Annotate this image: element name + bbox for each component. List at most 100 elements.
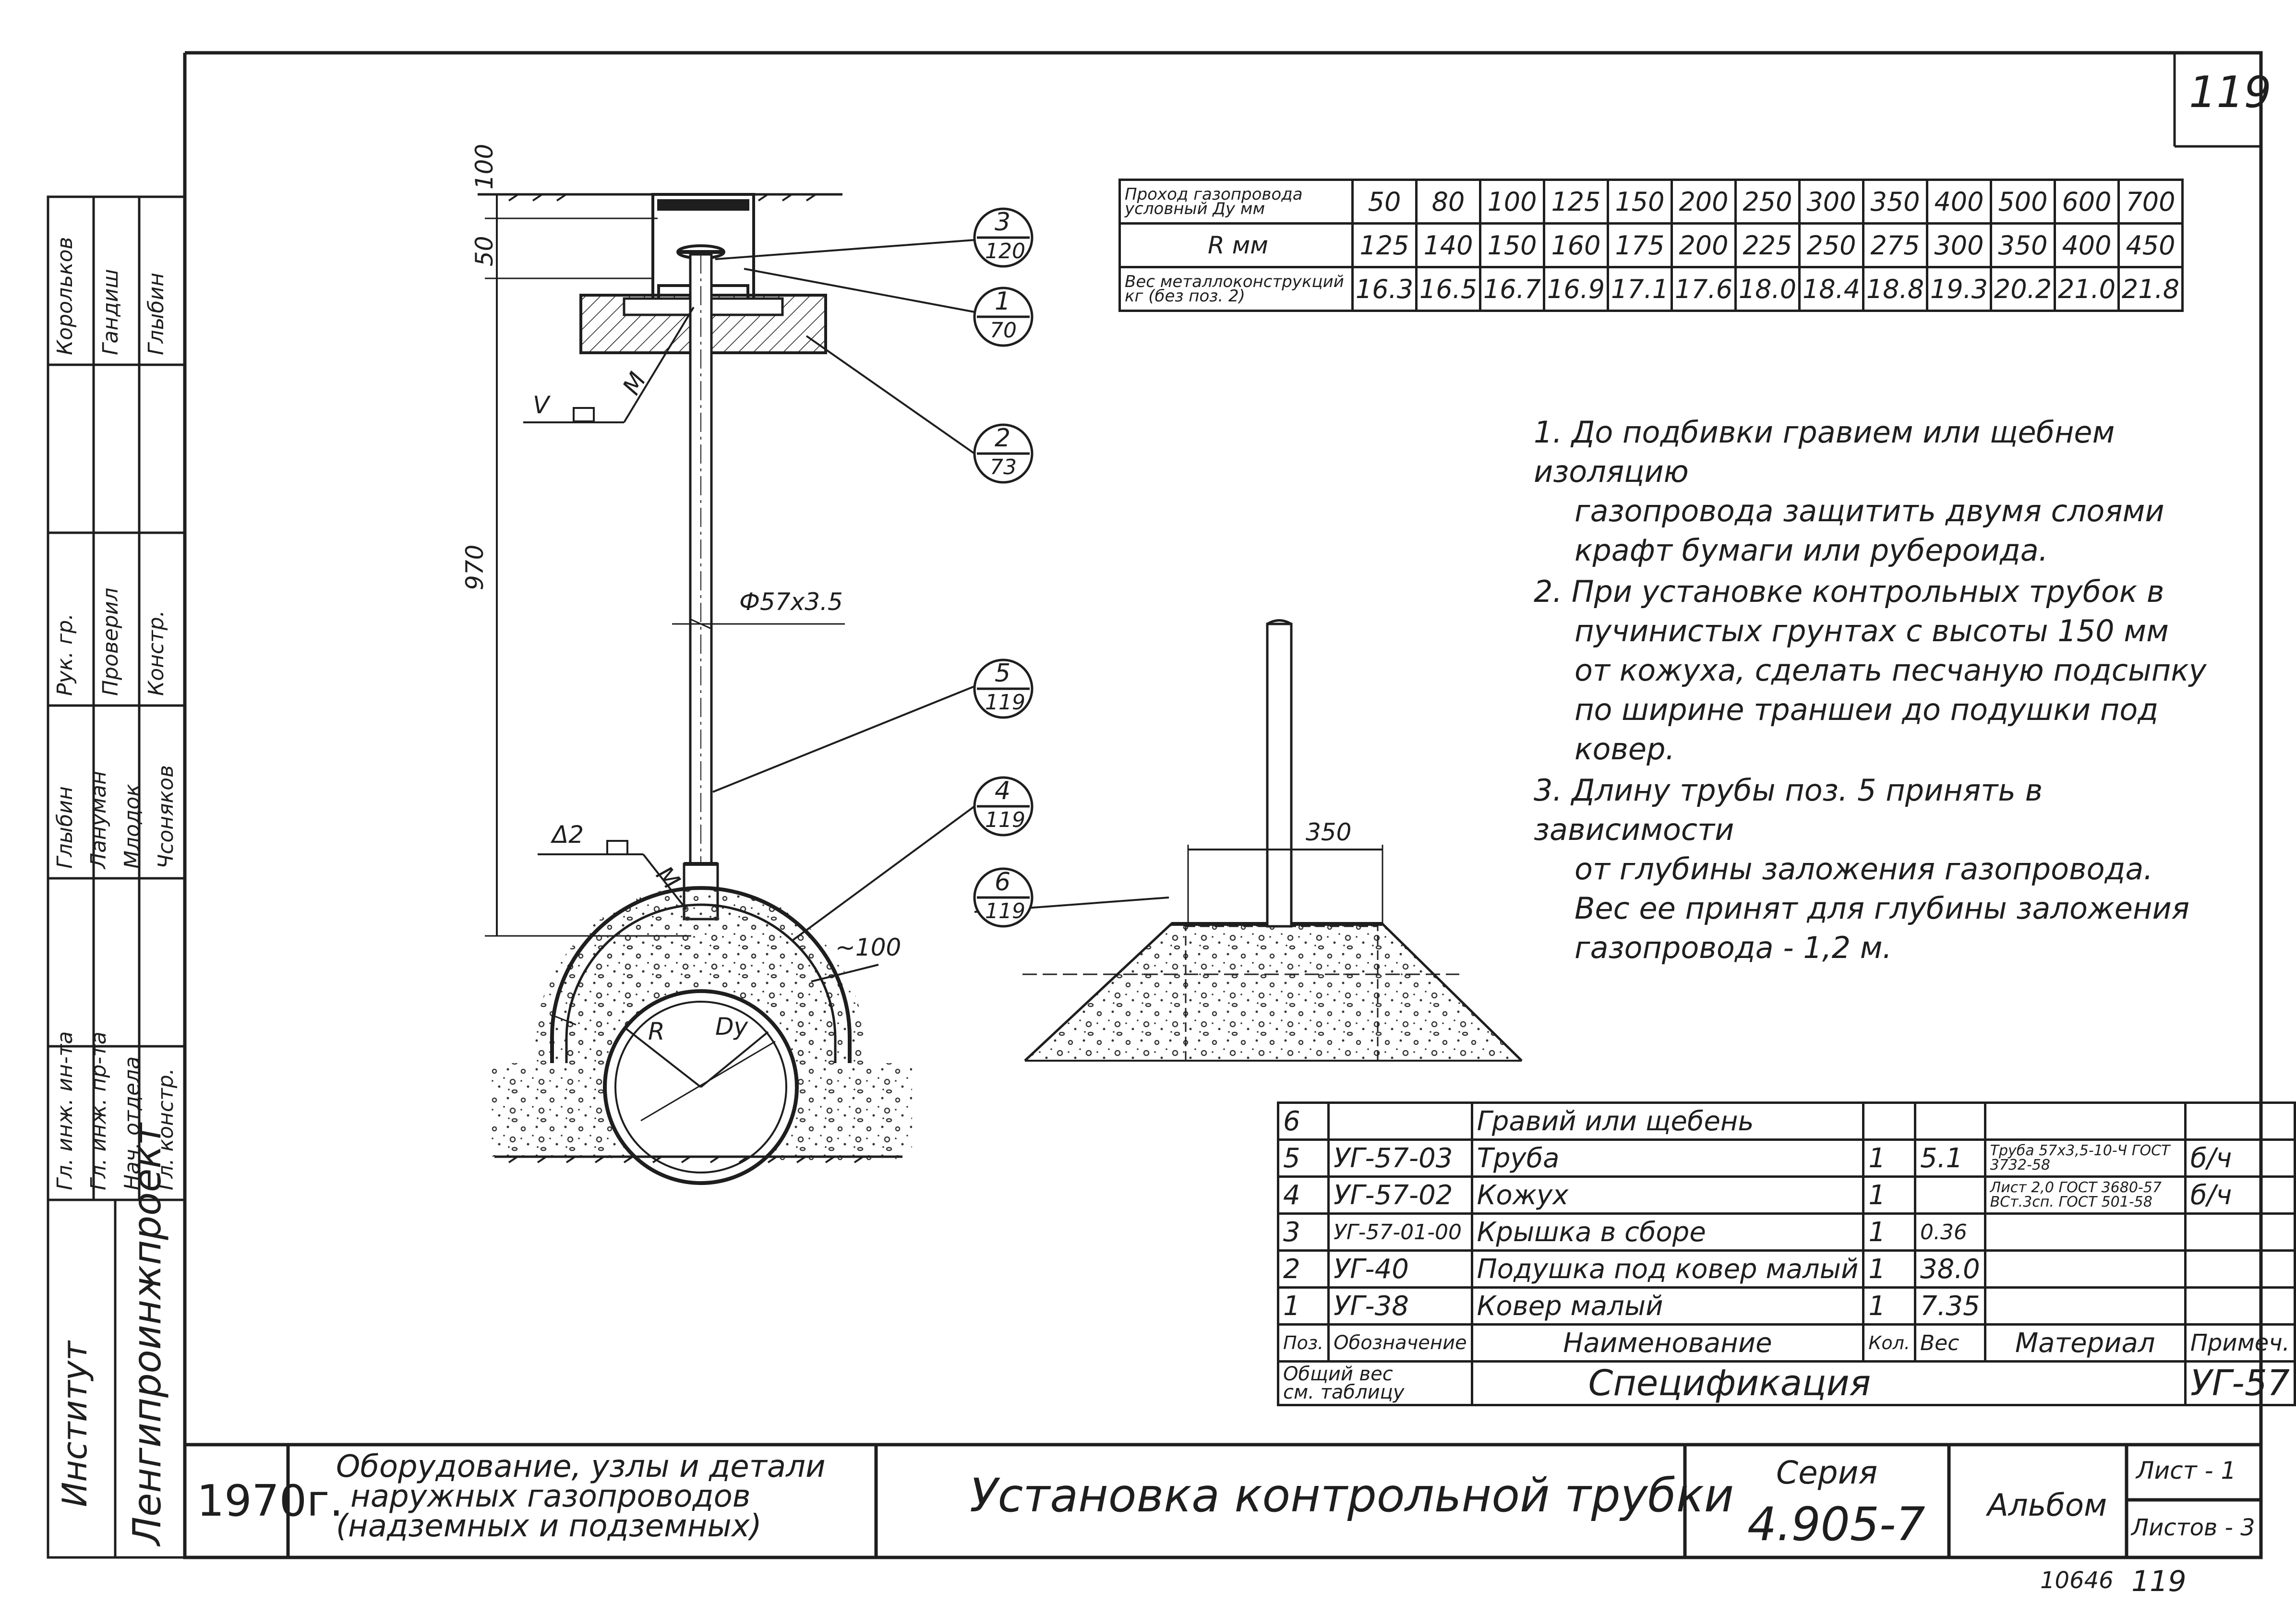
spec-name: Ковер малый xyxy=(1470,1286,1865,1326)
spec-name: Подушка под ковер малый xyxy=(1470,1249,1865,1289)
table-cell: 17.1 xyxy=(1607,266,1673,312)
table-row: 3 УГ-57-01-00 Крышка в сборе 1 0.36 xyxy=(1276,1212,2296,1252)
spec-header: Наименование xyxy=(1470,1323,1865,1363)
callout-4-sheet: 119 xyxy=(985,808,1025,832)
spec-name: Крышка в сборе xyxy=(1470,1212,1865,1252)
year: 1970г. xyxy=(197,1476,343,1526)
total-weight-label: Общий вес xyxy=(1283,1363,1393,1385)
row-label-radius: R мм xyxy=(1118,222,1354,268)
table-cell: 17.6 xyxy=(1671,266,1737,312)
table-cell: 400 xyxy=(1926,179,1992,225)
spec-header: Поз. xyxy=(1276,1323,1330,1363)
sheets-label: Листов - 3 xyxy=(2131,1514,2255,1541)
spec-header: Кол. xyxy=(1862,1323,1916,1363)
table-cell: 225 xyxy=(1734,222,1801,268)
spec-code xyxy=(1327,1101,1473,1141)
callout-bubbles xyxy=(973,207,1034,928)
table-cell: 140 xyxy=(1415,222,1481,268)
name-2: Лануман xyxy=(86,771,111,869)
callout-2-sheet: 73 xyxy=(990,455,1017,479)
bottom-ground xyxy=(494,1155,902,1163)
table-cell: 80 xyxy=(1415,179,1481,225)
callout-2-pos: 2 xyxy=(995,424,1011,453)
table-cell: 20.2 xyxy=(1990,266,2056,312)
note-line: по ширине траншеи до подушки под ковер. xyxy=(1575,692,2159,766)
album-title-line: Оборудование, узлы и детали xyxy=(336,1449,826,1484)
table-cell: 19.3 xyxy=(1926,266,1992,312)
table-cell: 275 xyxy=(1862,222,1928,268)
spec-qty: 1 xyxy=(1862,1212,1916,1252)
spec-pos: 5 xyxy=(1276,1138,1330,1178)
album-title-line: (надземных и подземных) xyxy=(336,1508,762,1544)
note-line: пучинистых грунтах с высоты 150 мм xyxy=(1575,613,2169,648)
sheet-number: 119 xyxy=(2189,67,2272,118)
specification-table: 6 Гравий или щебень 5 УГ-57-03 Труба 1 5… xyxy=(1276,1101,2296,1406)
table-cell: 700 xyxy=(2117,179,2184,225)
table-row: 6 Гравий или щебень xyxy=(1276,1101,2296,1141)
note-line: крафт бумаги или рубероида. xyxy=(1575,533,2048,568)
spec-code-label: УГ-57 xyxy=(2184,1360,2296,1406)
note-line: от глубины заложения газопровода. xyxy=(1575,851,2153,886)
table-cell: 200 xyxy=(1671,222,1737,268)
table-cell: 21.8 xyxy=(2117,266,2184,312)
table-cell: 250 xyxy=(1798,222,1864,268)
spec-material xyxy=(1983,1286,2187,1326)
table-cell: 50 xyxy=(1351,179,1418,225)
spec-material: Лист 2,0 ГОСТ 3680-57 ВСт.3сп. ГОСТ 501-… xyxy=(1983,1175,2187,1215)
dim-970-label: 970 xyxy=(461,544,489,590)
note-1: 1. До подбивки гравием или щебнем изоляц… xyxy=(1534,413,2225,570)
spec-material xyxy=(1983,1249,2187,1289)
spec-weight: 5.1 xyxy=(1913,1138,1986,1178)
table-cell: 350 xyxy=(1990,222,2056,268)
table-cell: 160 xyxy=(1543,222,1609,268)
table-cell: 16.7 xyxy=(1479,266,1545,312)
album-title-line: наружных газопроводов xyxy=(350,1479,751,1514)
series-label: Серия xyxy=(1776,1454,1878,1491)
callout-5-pos: 5 xyxy=(995,659,1011,688)
total-weight-ref: см. таблицу xyxy=(1283,1381,1405,1403)
spec-header: Материал xyxy=(1983,1323,2187,1363)
spec-header: Вес xyxy=(1913,1323,1986,1363)
table-cell: 450 xyxy=(2117,222,2184,268)
callout-3-pos: 3 xyxy=(995,208,1011,237)
table-cell: 300 xyxy=(1926,222,1992,268)
spec-code: УГ-38 xyxy=(1327,1286,1473,1326)
table-cell: 125 xyxy=(1543,179,1609,225)
spec-name: Кожух xyxy=(1470,1175,1865,1215)
table-row: Проход газопровода условный Ду мм 50 80 … xyxy=(1118,179,2184,225)
spec-title: Спецификация xyxy=(1470,1360,2187,1406)
spec-code: УГ-57-02 xyxy=(1327,1175,1473,1215)
note-number: 2. xyxy=(1534,574,1563,609)
spec-material: Труба 57х3,5-10-Ч ГОСТ 3732-58 xyxy=(1983,1138,2187,1178)
callout-6-pos: 6 xyxy=(995,868,1011,897)
table-cell: 200 xyxy=(1671,179,1737,225)
dimension-lines xyxy=(485,193,845,937)
radius-label: R xyxy=(648,1017,665,1045)
table-cell: 16.9 xyxy=(1543,266,1609,312)
dim-50-label: 50 xyxy=(470,236,498,266)
pipe-size-label: Ф57х3.5 xyxy=(739,588,843,616)
dim-350-label: 350 xyxy=(1306,818,1352,846)
callout-4-pos: 4 xyxy=(995,777,1011,805)
name-3: Млодок xyxy=(120,784,144,869)
spec-note xyxy=(2184,1249,2296,1289)
callout-6-sheet: 119 xyxy=(985,899,1025,923)
weld-symbols xyxy=(523,306,695,910)
table-cell: 300 xyxy=(1798,179,1864,225)
name-4: Чсоняков xyxy=(154,765,178,869)
callout-1-sheet: 70 xyxy=(990,318,1017,343)
table-cell: 18.8 xyxy=(1862,266,1928,312)
spec-code: УГ-57-03 xyxy=(1327,1138,1473,1178)
note-line: от кожуха, сделать песчаную подсыпку xyxy=(1575,653,2207,688)
spec-qty: 1 xyxy=(1862,1249,1916,1289)
spec-pos: 3 xyxy=(1276,1212,1330,1252)
note-line: При установке контрольных трубок в xyxy=(1571,574,2164,609)
spec-header: Обозначение xyxy=(1327,1323,1473,1363)
spec-qty: 1 xyxy=(1862,1138,1916,1178)
table-row: 4 УГ-57-02 Кожух 1 Лист 2,0 ГОСТ 3680-57… xyxy=(1276,1175,2296,1215)
spec-weight xyxy=(1913,1101,1986,1141)
table-row: R мм 125 140 150 160 175 200 225 250 275… xyxy=(1118,222,2184,268)
sheet-label: Лист - 1 xyxy=(2136,1457,2236,1484)
table-cell: 175 xyxy=(1607,222,1673,268)
